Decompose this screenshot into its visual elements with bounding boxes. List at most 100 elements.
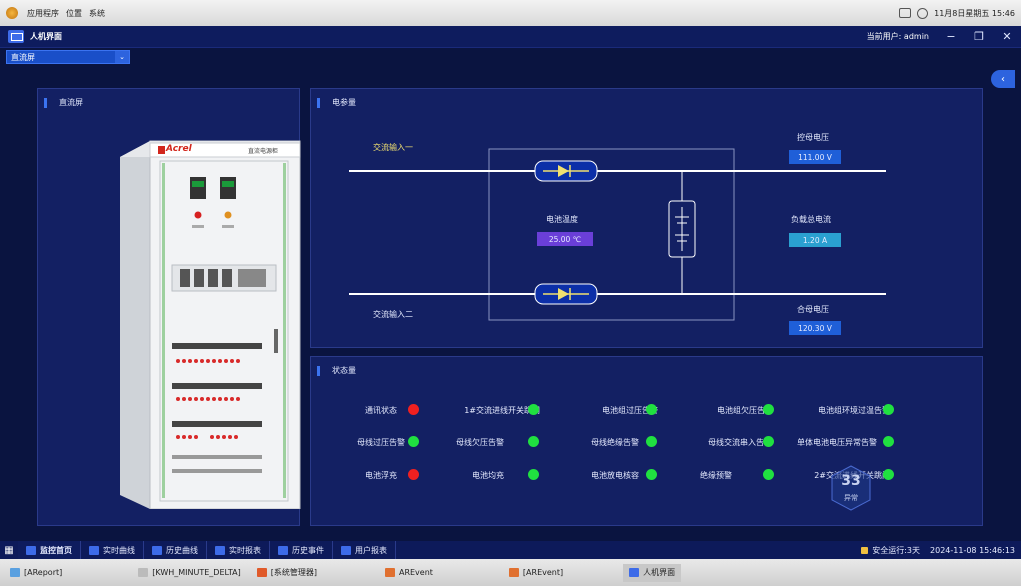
home-icon bbox=[26, 545, 36, 555]
os-top-bar: 应用程序 位置 系统 11月8日星期五 15:46 bbox=[0, 0, 1021, 26]
window-icon bbox=[10, 568, 20, 577]
os-menu-system[interactable]: 系统 bbox=[89, 8, 105, 18]
chevron-down-icon[interactable]: ⌄ bbox=[115, 51, 129, 63]
app-grid-icon[interactable]: ▦ bbox=[4, 544, 14, 556]
toolbar-row: 直流屏 ⌄ bbox=[0, 48, 1021, 66]
status-led-green bbox=[646, 469, 657, 480]
panel-title: 状态量 bbox=[332, 366, 356, 375]
taskbar-item-sys-manager[interactable]: [系统管理器] bbox=[251, 564, 323, 582]
status-led-green bbox=[883, 469, 894, 480]
panel-header: 直流屏 bbox=[44, 97, 83, 108]
safe-runtime: 安全运行:3天 bbox=[872, 545, 921, 555]
app-title-bar: 人机界面 当前用户: admin − ❐ ✕ bbox=[0, 26, 1021, 48]
status-label: 电池组欠压告警 bbox=[717, 406, 773, 415]
status-led-green bbox=[763, 404, 774, 415]
panel-header: 状态量 bbox=[317, 365, 356, 376]
os-menu-applications[interactable]: 应用程序 bbox=[27, 8, 59, 18]
area-chart-icon bbox=[152, 545, 162, 555]
status-label: 母线交流串入告警 bbox=[708, 438, 772, 447]
app-bottom-nav: ▦ 监控首页 实时曲线 历史曲线 实时报表 历史事件 用户报表 安全运行:3天 … bbox=[0, 541, 1021, 559]
os-menu-places[interactable]: 位置 bbox=[66, 8, 82, 18]
status-led-green bbox=[528, 469, 539, 480]
status-led-green bbox=[528, 436, 539, 447]
header-accent-bar bbox=[317, 365, 320, 376]
restore-button[interactable]: ❐ bbox=[974, 30, 984, 43]
dc-screen-panel: 直流屏 bbox=[37, 88, 301, 526]
distro-logo-icon[interactable] bbox=[6, 7, 18, 19]
status-led-green bbox=[646, 436, 657, 447]
status-led-red bbox=[408, 469, 419, 480]
window-icon bbox=[629, 568, 640, 577]
close-button[interactable]: ✕ bbox=[1002, 30, 1012, 43]
window-icon bbox=[256, 568, 267, 577]
line-chart-icon bbox=[89, 545, 99, 555]
close-bus-voltage-label: 合母电压 bbox=[797, 305, 829, 314]
nav-label: 实时报表 bbox=[229, 545, 261, 555]
app-window-icon bbox=[8, 30, 24, 43]
minimize-button[interactable]: − bbox=[946, 30, 956, 43]
screen-select-dropdown[interactable]: 直流屏 ⌄ bbox=[6, 50, 130, 64]
window-icon bbox=[508, 568, 519, 577]
nav-label: 监控首页 bbox=[40, 545, 72, 555]
status-label: 1#交流进线开关跳闸 bbox=[464, 406, 540, 415]
app-title: 人机界面 bbox=[30, 32, 62, 41]
nav-label: 用户报表 bbox=[355, 545, 387, 555]
taskbar-item-hmi[interactable]: 人机界面 bbox=[623, 563, 682, 582]
alarm-count-badge[interactable]: 33 异常 bbox=[831, 465, 871, 511]
ac-input-1-label: 交流输入一 bbox=[373, 143, 413, 152]
status-label: 电池组过压告警 bbox=[602, 406, 658, 415]
side-panel-toggle-button[interactable]: ‹ bbox=[991, 70, 1015, 88]
status-led-green bbox=[763, 436, 774, 447]
nav-history-curve[interactable]: 历史曲线 bbox=[144, 541, 207, 559]
screen-select-value: 直流屏 bbox=[11, 52, 35, 62]
event-icon bbox=[278, 545, 288, 555]
load-current-value: 1.20 A bbox=[789, 233, 841, 247]
close-bus-voltage-value: 120.30 V bbox=[789, 321, 841, 335]
battery-temp-value: 25.00 ℃ bbox=[537, 232, 593, 246]
status-label: 绝缘预警 bbox=[700, 471, 732, 480]
keyboard-icon[interactable] bbox=[899, 8, 912, 18]
nav-user-report[interactable]: 用户报表 bbox=[333, 541, 396, 559]
status-led-green bbox=[883, 404, 894, 415]
current-user-label: 当前用户: bbox=[866, 32, 902, 41]
header-accent-bar bbox=[317, 97, 320, 108]
header-accent-bar bbox=[44, 97, 47, 108]
panel-title: 电参量 bbox=[332, 98, 356, 107]
taskbar-item-areport[interactable]: [AReport] bbox=[4, 564, 68, 582]
taskbar-label: [KWH_MINUTE_DELTA] bbox=[152, 568, 241, 577]
load-current-label: 负载总电流 bbox=[791, 215, 831, 224]
status-panel: 状态量 通讯状态 1#交流进线开关跳闸 电池组过压告警 电池组欠压告警 电池组环… bbox=[310, 356, 983, 526]
nav-status-area: 安全运行:3天 2024-11-08 15:46:13 bbox=[861, 545, 1021, 556]
nav-monitor-home[interactable]: 监控首页 bbox=[18, 541, 81, 559]
status-label: 母线过压告警 bbox=[357, 438, 405, 447]
status-label: 通讯状态 bbox=[365, 406, 397, 415]
status-led-green bbox=[883, 436, 894, 447]
taskbar-label: [系统管理器] bbox=[270, 568, 317, 577]
window-icon bbox=[138, 568, 149, 577]
taskbar-item-arevent[interactable]: AREvent bbox=[379, 564, 439, 582]
taskbar-label: 人机界面 bbox=[643, 568, 676, 577]
taskbar-item-kwh[interactable]: [KWH_MINUTE_DELTA] bbox=[132, 564, 246, 582]
cabinet-label-text: 直流电源柜 bbox=[248, 148, 279, 155]
status-label: 单体电池电压异常告警 bbox=[797, 438, 877, 447]
nav-realtime-report[interactable]: 实时报表 bbox=[207, 541, 270, 559]
status-label: 电池组环境过温告警 bbox=[818, 406, 890, 415]
alarm-count-label: 异常 bbox=[844, 494, 858, 502]
os-clock[interactable]: 11月8日星期五 15:46 bbox=[934, 8, 1015, 18]
alarm-count: 33 bbox=[841, 473, 861, 489]
current-user-name: admin bbox=[903, 32, 929, 41]
electrical-params-panel: 电参量 交流输入一 交流输入二 电池温度 25.00 ℃ 控母电压 111.00… bbox=[310, 88, 983, 348]
status-label: 电池均充 bbox=[472, 471, 504, 480]
nav-timestamp: 2024-11-08 15:46:13 bbox=[930, 545, 1015, 555]
window-icon bbox=[384, 568, 395, 577]
status-label: 母线绝缘告警 bbox=[591, 438, 639, 447]
nav-realtime-curve[interactable]: 实时曲线 bbox=[81, 541, 144, 559]
status-label: 电池浮充 bbox=[365, 471, 397, 480]
volume-icon[interactable] bbox=[917, 7, 929, 19]
ctrl-bus-voltage-label: 控母电压 bbox=[797, 133, 829, 142]
nav-history-events[interactable]: 历史事件 bbox=[270, 541, 333, 559]
taskbar-label: AREvent bbox=[398, 568, 433, 577]
nav-label: 历史曲线 bbox=[166, 545, 198, 555]
status-led-red bbox=[408, 404, 419, 415]
taskbar-item-arevent-2[interactable]: [AREvent] bbox=[503, 564, 569, 582]
